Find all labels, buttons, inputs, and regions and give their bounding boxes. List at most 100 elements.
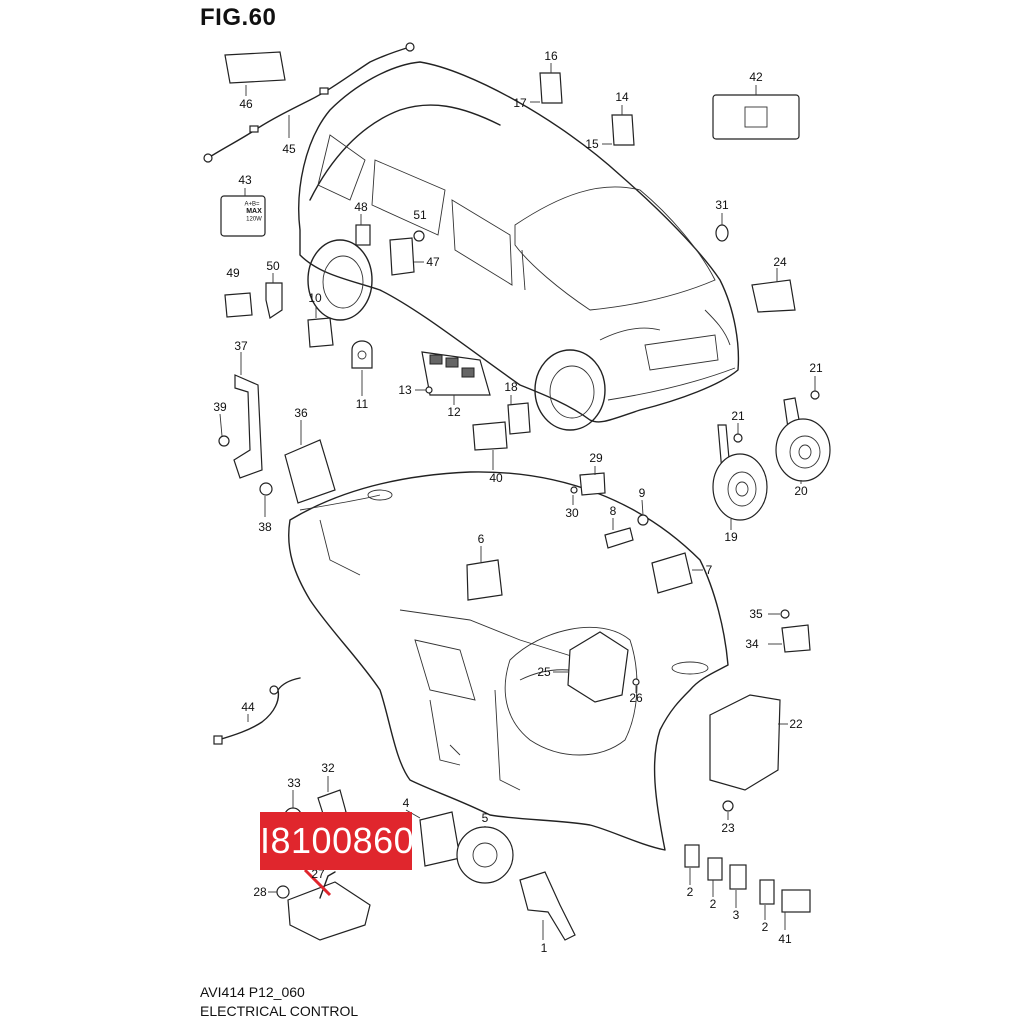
part-number-10: 10 xyxy=(308,291,322,305)
part-number-7: 7 xyxy=(705,563,713,577)
part-number-31: 31 xyxy=(715,198,729,212)
part-40 xyxy=(472,421,508,451)
part-36-module xyxy=(284,439,336,504)
part-number-20: 20 xyxy=(794,484,808,498)
part-number-26: 26 xyxy=(629,691,643,705)
part-number-35: 35 xyxy=(749,607,763,621)
part-number-24: 24 xyxy=(773,255,787,269)
part-number-2-c: 2 xyxy=(761,920,769,934)
part-1-combination-switch xyxy=(519,871,576,941)
dashboard-illustration xyxy=(288,471,729,851)
part-30 xyxy=(570,486,578,494)
part-50-bracket xyxy=(265,282,283,319)
figure-title: FIG.60 xyxy=(200,4,277,31)
part-number-36: 36 xyxy=(294,406,308,420)
part-number-37: 37 xyxy=(234,339,248,353)
callout-pointer xyxy=(303,868,332,897)
part-number-19: 19 xyxy=(724,530,738,544)
part-number-9: 9 xyxy=(638,486,646,500)
label-43-line3: 120W xyxy=(246,216,262,223)
part-number-48: 48 xyxy=(354,200,368,214)
part-10 xyxy=(307,317,334,348)
label-43-line1: A+B= xyxy=(244,201,260,208)
part-number-13: 13 xyxy=(398,383,412,397)
part-number-22: 22 xyxy=(789,717,803,731)
part-number-40: 40 xyxy=(489,471,503,485)
part-5-clock-spring xyxy=(456,826,514,884)
part-16 xyxy=(539,72,563,104)
part-number-17: 17 xyxy=(513,96,527,110)
part-number-21-b: 21 xyxy=(731,409,745,423)
part-14 xyxy=(611,114,635,146)
part-number-2-a: 2 xyxy=(686,885,694,899)
part-2-switch-c xyxy=(759,879,775,905)
part-number-8: 8 xyxy=(609,504,617,518)
part-43-label xyxy=(220,195,266,237)
part-number-47: 47 xyxy=(426,255,440,269)
part-number-18: 18 xyxy=(504,380,518,394)
part-number-29: 29 xyxy=(589,451,603,465)
part-28-nut xyxy=(276,885,290,899)
part-number-callout[interactable]: I8100860 xyxy=(260,812,414,870)
part-9 xyxy=(637,514,649,526)
part-23-nut xyxy=(722,800,734,812)
part-7 xyxy=(651,552,693,594)
part-number-3: 3 xyxy=(732,908,740,922)
part-number-15: 15 xyxy=(585,137,599,151)
part-51-nut xyxy=(413,230,425,242)
part-number-1: 1 xyxy=(540,941,548,955)
part-number-2-b: 2 xyxy=(709,897,717,911)
part-number-12: 12 xyxy=(447,405,461,419)
part-44-harness xyxy=(217,677,301,741)
part-2-switch-a xyxy=(684,844,700,868)
part-number-4: 4 xyxy=(402,796,410,810)
part-41-switch xyxy=(781,889,811,913)
part-number-39: 39 xyxy=(213,400,227,414)
part-number-23: 23 xyxy=(721,821,735,835)
part-24 xyxy=(751,279,796,313)
part-19-horn xyxy=(712,424,768,521)
part-48 xyxy=(355,224,371,246)
part-45-harness xyxy=(204,46,411,161)
part-number-45: 45 xyxy=(282,142,296,156)
part-21-bolt-a xyxy=(810,390,820,400)
part-21-bolt-b xyxy=(733,433,743,443)
part-number-28: 28 xyxy=(253,885,267,899)
part-number-30: 30 xyxy=(565,506,579,520)
part-18 xyxy=(507,402,531,435)
part-26 xyxy=(632,678,640,686)
part-number-5: 5 xyxy=(481,811,489,825)
part-3-switch xyxy=(729,864,747,890)
part-number-34: 34 xyxy=(745,637,759,651)
part-47-module xyxy=(389,237,415,276)
part-2-switch-b xyxy=(707,857,723,881)
part-number-44: 44 xyxy=(241,700,255,714)
part-number-41: 41 xyxy=(778,932,792,946)
part-number-50: 50 xyxy=(266,259,280,273)
part-49 xyxy=(224,292,253,318)
part-35-bolt xyxy=(780,609,790,619)
part-number-42: 42 xyxy=(749,70,763,84)
part-number-27: 27 xyxy=(311,867,325,881)
part-number-38: 38 xyxy=(258,520,272,534)
part-number-32: 32 xyxy=(321,761,335,775)
part-number-33: 33 xyxy=(287,776,301,790)
part-number-14: 14 xyxy=(615,90,629,104)
vehicle-illustration xyxy=(298,61,740,431)
part-46-label-plate xyxy=(224,51,286,84)
part-number-49: 49 xyxy=(226,266,240,280)
part-20-horn xyxy=(775,397,831,482)
part-4-switch xyxy=(419,811,461,867)
part-37-bracket xyxy=(233,374,263,479)
part-11 xyxy=(351,340,373,369)
part-number-46: 46 xyxy=(239,97,253,111)
part-number-43: 43 xyxy=(238,173,252,187)
part-6 xyxy=(466,559,503,601)
part-number-11: 11 xyxy=(355,397,369,411)
part-27-sdm xyxy=(287,881,371,941)
part-31-ring xyxy=(715,224,729,242)
part-29 xyxy=(579,472,606,496)
part-number-16: 16 xyxy=(544,49,558,63)
